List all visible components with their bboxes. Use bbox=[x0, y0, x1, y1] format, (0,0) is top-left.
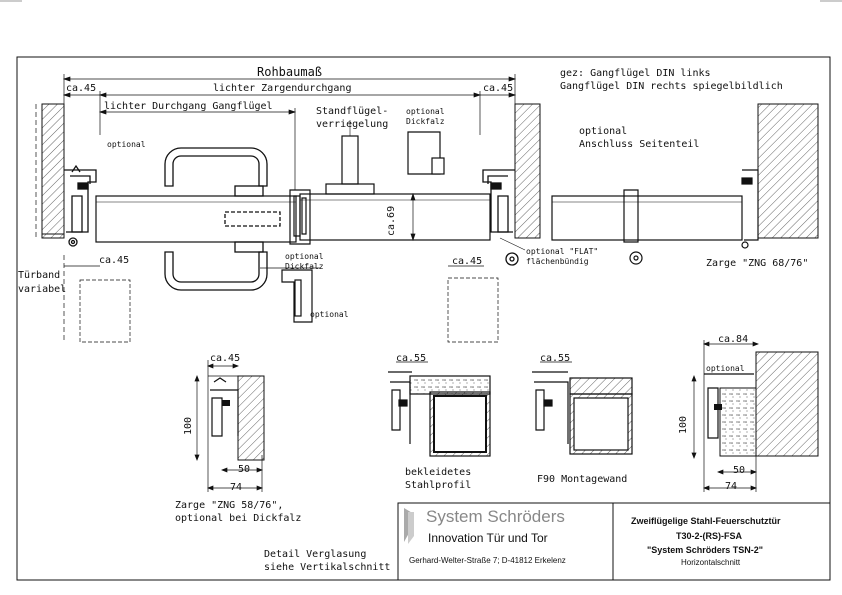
optional-mid-label: optional bbox=[285, 252, 324, 261]
detail4-drawing bbox=[691, 340, 819, 492]
detail1-50: 50 bbox=[238, 464, 251, 475]
optional-top-left: optional bbox=[107, 140, 146, 149]
ca45-bottom-left: ca.45 bbox=[99, 255, 130, 266]
optional-lower-label: optional bbox=[310, 310, 349, 319]
zarge-zng-label: Zarge "ZNG 68/76" bbox=[706, 258, 809, 269]
side-wall bbox=[757, 103, 819, 239]
detail1-caption-2: optional bei Dickfalz bbox=[175, 513, 302, 524]
lichter-gang-label: lichter Durchgang Gangflügel bbox=[104, 101, 273, 112]
detail-verglasung-1: Detail Verglasung bbox=[264, 549, 367, 560]
detail3-drawing bbox=[532, 361, 633, 455]
right-frame-profile bbox=[482, 169, 526, 266]
right-wall bbox=[514, 103, 541, 239]
detail2-drawing bbox=[388, 361, 491, 457]
detail1-caption-1: Zarge "ZNG 58/76", bbox=[175, 500, 284, 511]
tuerband-label-1: Türband bbox=[18, 270, 61, 281]
detail1-drawing bbox=[194, 360, 265, 492]
detail1-100: 100 bbox=[183, 416, 194, 435]
drawing-title-1: Zweiflügelige Stahl-Feuerschutztür bbox=[631, 516, 781, 526]
gez-label-2: Gangflügel DIN rechts spiegelbildlich bbox=[560, 81, 783, 92]
door-leaf bbox=[95, 189, 491, 245]
detail4-ca84: ca.84 bbox=[718, 334, 749, 345]
ca69-label: ca.69 bbox=[386, 205, 397, 236]
ca45-bottom-mid: ca.45 bbox=[452, 256, 483, 267]
lever-handle bbox=[164, 147, 281, 291]
dickfalz-detail bbox=[407, 131, 445, 175]
company-address: Gerhard-Welter-Straße 7; D-41812 Erkelen… bbox=[409, 556, 566, 565]
gez-label-1: gez: Gangflügel DIN links bbox=[560, 68, 711, 79]
standfluegel-label-1: Standflügel- bbox=[316, 106, 389, 117]
detail4-optional: optional bbox=[706, 364, 745, 373]
detail2-caption-1: bekleidetes bbox=[405, 467, 472, 478]
title-block-frame bbox=[397, 502, 831, 581]
detail4-100: 100 bbox=[678, 415, 689, 434]
lichter-zargen-label: lichter Zargendurchgang bbox=[213, 83, 352, 94]
tuerband-label-2: variabel bbox=[18, 284, 67, 295]
optional-dickfalz-2: Dickfalz bbox=[406, 117, 445, 126]
detail1-ca45: ca.45 bbox=[210, 353, 241, 364]
mid-dickfalz-profile bbox=[260, 267, 320, 323]
drawing-frame bbox=[16, 56, 831, 581]
optional-dickfalz-1: optional bbox=[406, 107, 445, 116]
detail3-ca55: ca.55 bbox=[540, 353, 571, 364]
detail3-caption: F90 Montagewand bbox=[537, 474, 628, 485]
drawing-title-4: Horizontalschnitt bbox=[681, 558, 741, 567]
detail2-ca55: ca.55 bbox=[396, 353, 427, 364]
drawing-title-2: T30-2-(RS)-FSA bbox=[676, 531, 743, 541]
company-logo-text: System Schröders bbox=[426, 507, 565, 526]
drawing-title-3: "System Schröders TSN-2" bbox=[647, 545, 764, 555]
optional-flat-label: optional "FLAT" bbox=[526, 247, 599, 256]
rohbaumass-label: Rohbaumaß bbox=[257, 65, 323, 79]
lower-reveal-dims bbox=[63, 255, 499, 343]
detail2-caption-2: Stahlprofil bbox=[405, 480, 472, 491]
detail-verglasung-2: siehe Vertikalschnitt bbox=[264, 562, 391, 573]
detail4-50: 50 bbox=[733, 465, 746, 476]
dickfalz-mid-label: Dickfalz bbox=[285, 262, 324, 271]
flush-bolt bbox=[325, 120, 375, 195]
left-wall bbox=[35, 103, 65, 240]
detail1-74: 74 bbox=[230, 482, 243, 493]
anschluss-label-2: Anschluss Seitenteil bbox=[579, 139, 700, 150]
ca69-dimension bbox=[410, 192, 416, 242]
company-tagline: Innovation Tür und Tor bbox=[428, 531, 548, 545]
detail4-74: 74 bbox=[725, 481, 738, 492]
left-frame-profile bbox=[64, 164, 97, 247]
side-panel-section bbox=[551, 169, 759, 265]
ca45-top-left: ca.45 bbox=[66, 83, 97, 94]
flaechenbuendig-label: flächenbündig bbox=[526, 257, 589, 266]
standfluegel-label-2: verriegelung bbox=[316, 119, 389, 130]
ca45-top-right: ca.45 bbox=[483, 83, 514, 94]
anschluss-label-1: optional bbox=[579, 126, 628, 137]
